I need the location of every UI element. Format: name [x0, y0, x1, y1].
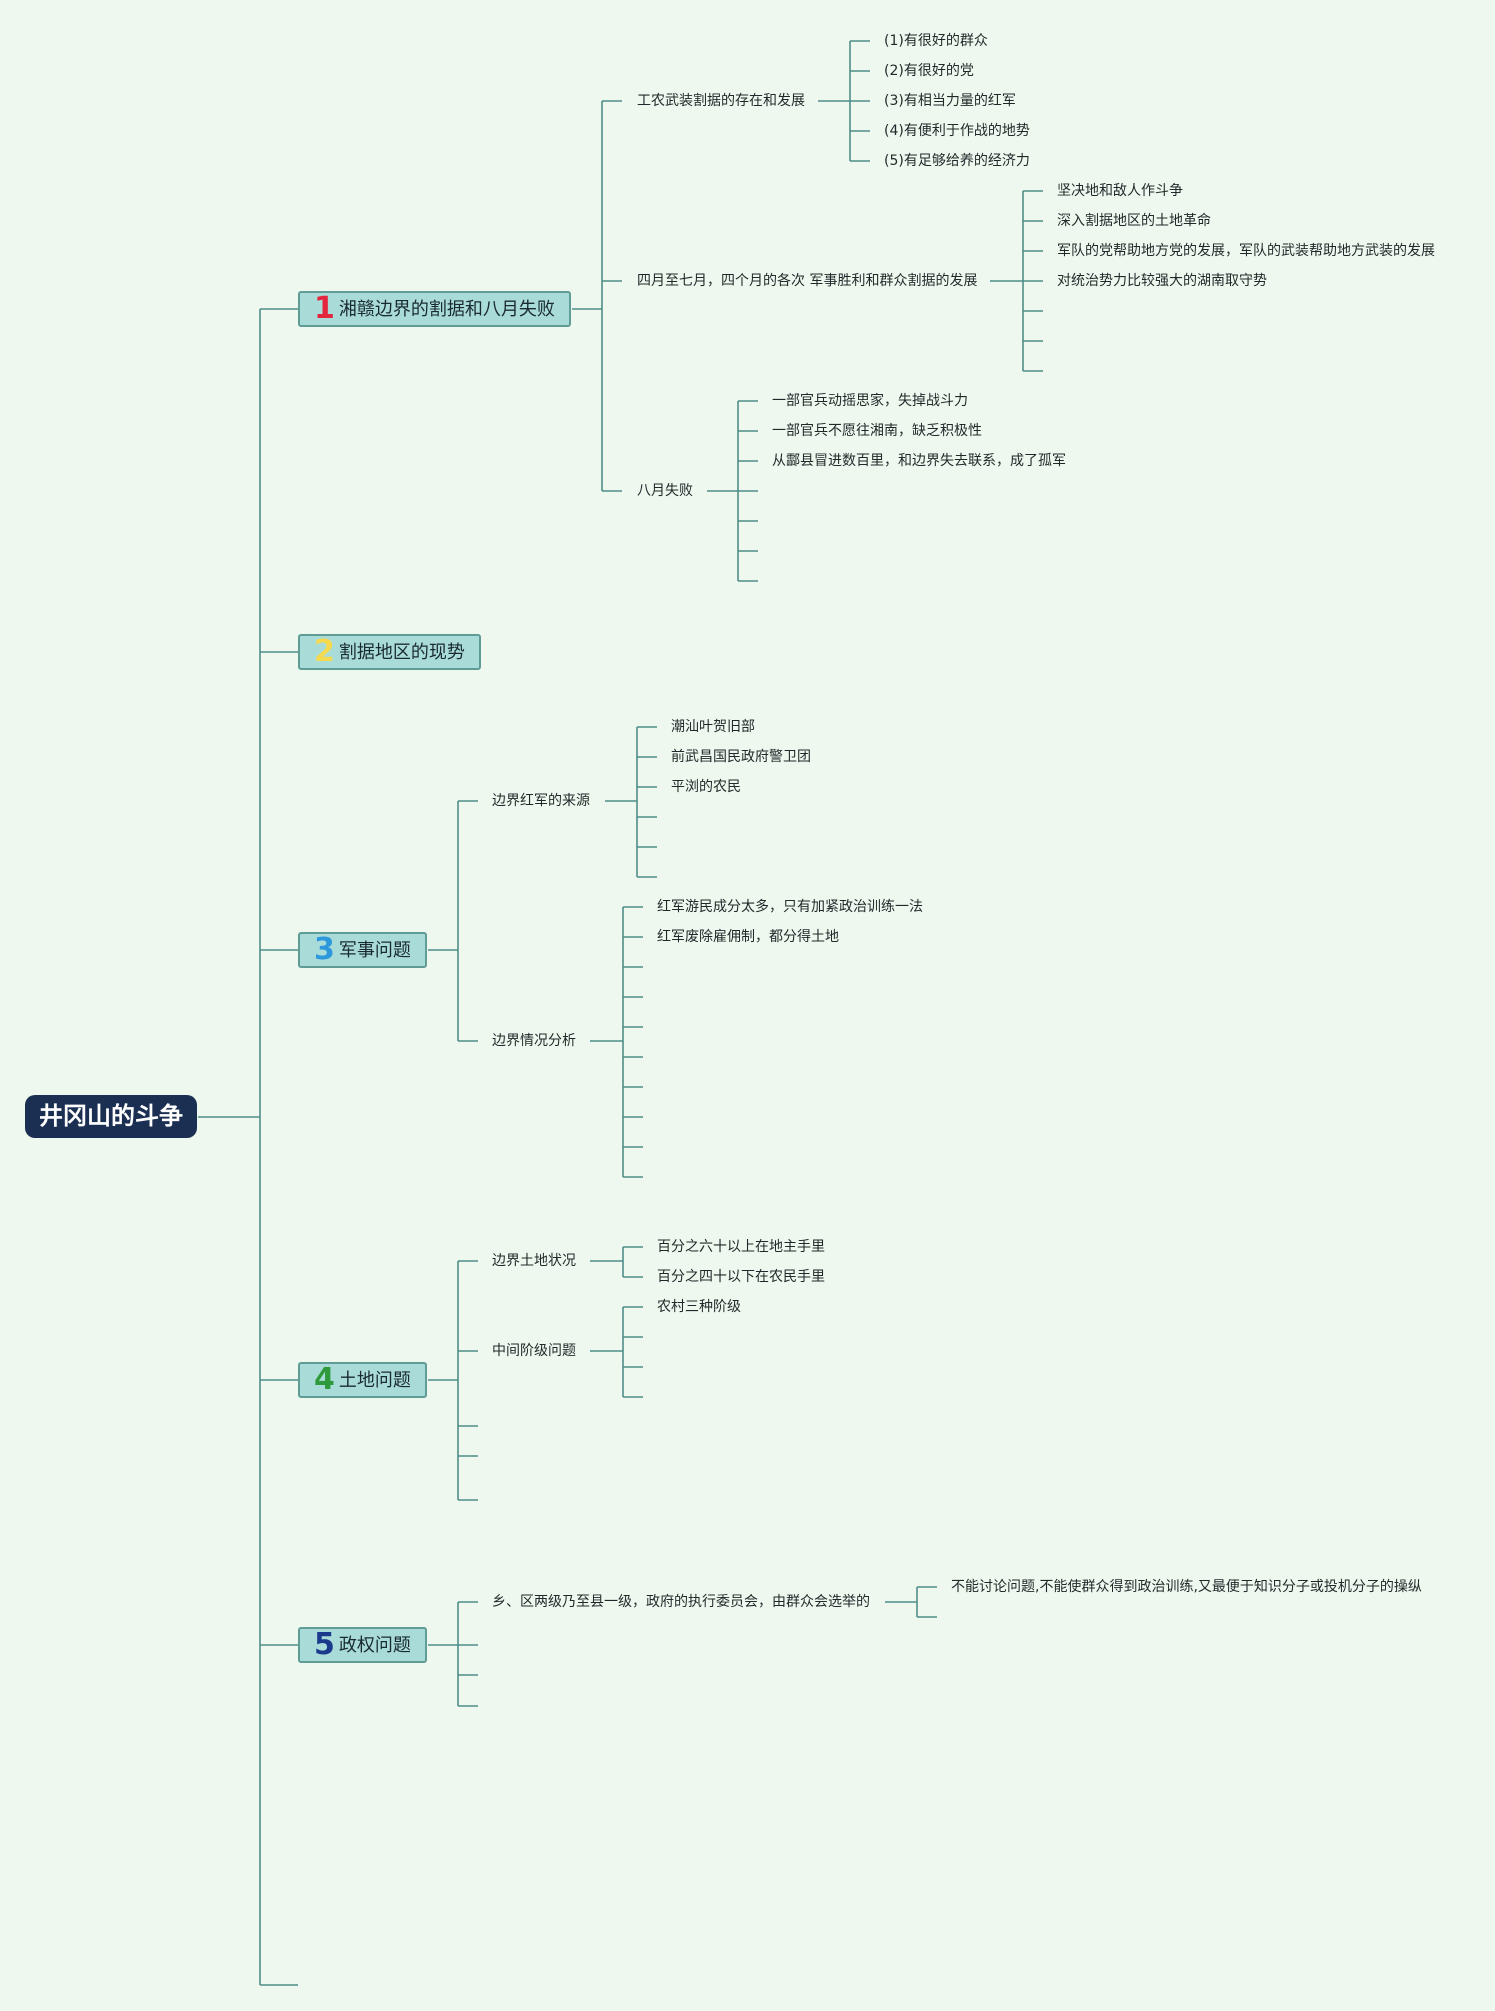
subtopic-1-1[interactable]: 工农武装割据的存在和发展: [637, 93, 805, 109]
leaf-1-2-4[interactable]: 对统治势力比较强大的湖南取守势: [1057, 273, 1267, 289]
leaf-4-2-1[interactable]: 农村三种阶级: [657, 1299, 741, 1315]
leaf-1-1-2[interactable]: (2)有很好的党: [884, 63, 974, 79]
leaf-3-2-2[interactable]: 红军废除雇佣制，都分得土地: [657, 929, 839, 945]
leaf-1-2-3[interactable]: 军队的党帮助地方党的发展，军队的武装帮助地方武装的发展: [1057, 243, 1435, 259]
subtopic-1-2[interactable]: 四月至七月，四个月的各次 军事胜利和群众割据的发展: [637, 273, 978, 289]
topic-label-3: 军事问题: [338, 940, 411, 961]
subtopic-5-1[interactable]: 乡、区两级乃至县一级，政府的执行委员会，由群众会选举的: [492, 1594, 870, 1610]
subtopic-4-1[interactable]: 边界土地状况: [492, 1253, 576, 1269]
leaf-4-1-2[interactable]: 百分之四十以下在农民手里: [657, 1269, 825, 1285]
leaf-5-1-1[interactable]: 不能讨论问题,不能使群众得到政治训练,又最便于知识分子或投机分子的操纵: [951, 1579, 1422, 1595]
leaf-1-1-3[interactable]: (3)有相当力量的红军: [884, 93, 1016, 109]
subtopic-3-1[interactable]: 边界红军的来源: [492, 793, 590, 809]
subtopic-1-3[interactable]: 八月失败: [637, 483, 693, 499]
topic-label-4: 土地问题: [338, 1370, 411, 1391]
leaf-3-1-1[interactable]: 潮汕叶贺旧部: [671, 719, 755, 735]
leaf-1-1-1[interactable]: (1)有很好的群众: [884, 33, 988, 49]
topic-number-3: 3: [314, 932, 335, 967]
subtopic-3-2[interactable]: 边界情况分析: [492, 1033, 576, 1049]
leaf-1-2-1[interactable]: 坚决地和敌人作斗争: [1057, 183, 1183, 199]
topic-number-2: 2: [314, 634, 335, 669]
subtopic-4-2[interactable]: 中间阶级问题: [492, 1343, 576, 1359]
topic-number-5: 5: [314, 1627, 335, 1662]
topic-number-1: 1: [314, 291, 335, 326]
leaf-1-3-2[interactable]: 一部官兵不愿往湘南，缺乏积极性: [772, 423, 982, 439]
leaf-3-1-3[interactable]: 平浏的农民: [671, 779, 741, 795]
topic-label-1: 湘赣边界的割据和八月失败: [338, 299, 555, 320]
topic-label-5: 政权问题: [338, 1635, 411, 1656]
topic-number-4: 4: [314, 1362, 335, 1397]
leaf-1-1-4[interactable]: (4)有便利于作战的地势: [884, 123, 1030, 139]
leaf-3-1-2[interactable]: 前武昌国民政府警卫团: [671, 749, 811, 765]
leaf-1-2-2[interactable]: 深入割据地区的土地革命: [1057, 213, 1211, 229]
leaf-3-2-1[interactable]: 红军游民成分太多，只有加紧政治训练一法: [657, 899, 923, 915]
root-topic[interactable]: 井冈山的斗争: [25, 1095, 197, 1138]
leaf-4-1-1[interactable]: 百分之六十以上在地主手里: [657, 1239, 825, 1255]
leaf-1-3-1[interactable]: 一部官兵动摇思家，失掉战斗力: [772, 393, 968, 409]
topic-label-2: 割据地区的现势: [338, 642, 465, 663]
leaf-1-1-5[interactable]: (5)有足够给养的经济力: [884, 153, 1030, 169]
leaf-1-3-3[interactable]: 从酃县冒进数百里，和边界失去联系，成了孤军: [772, 453, 1066, 469]
